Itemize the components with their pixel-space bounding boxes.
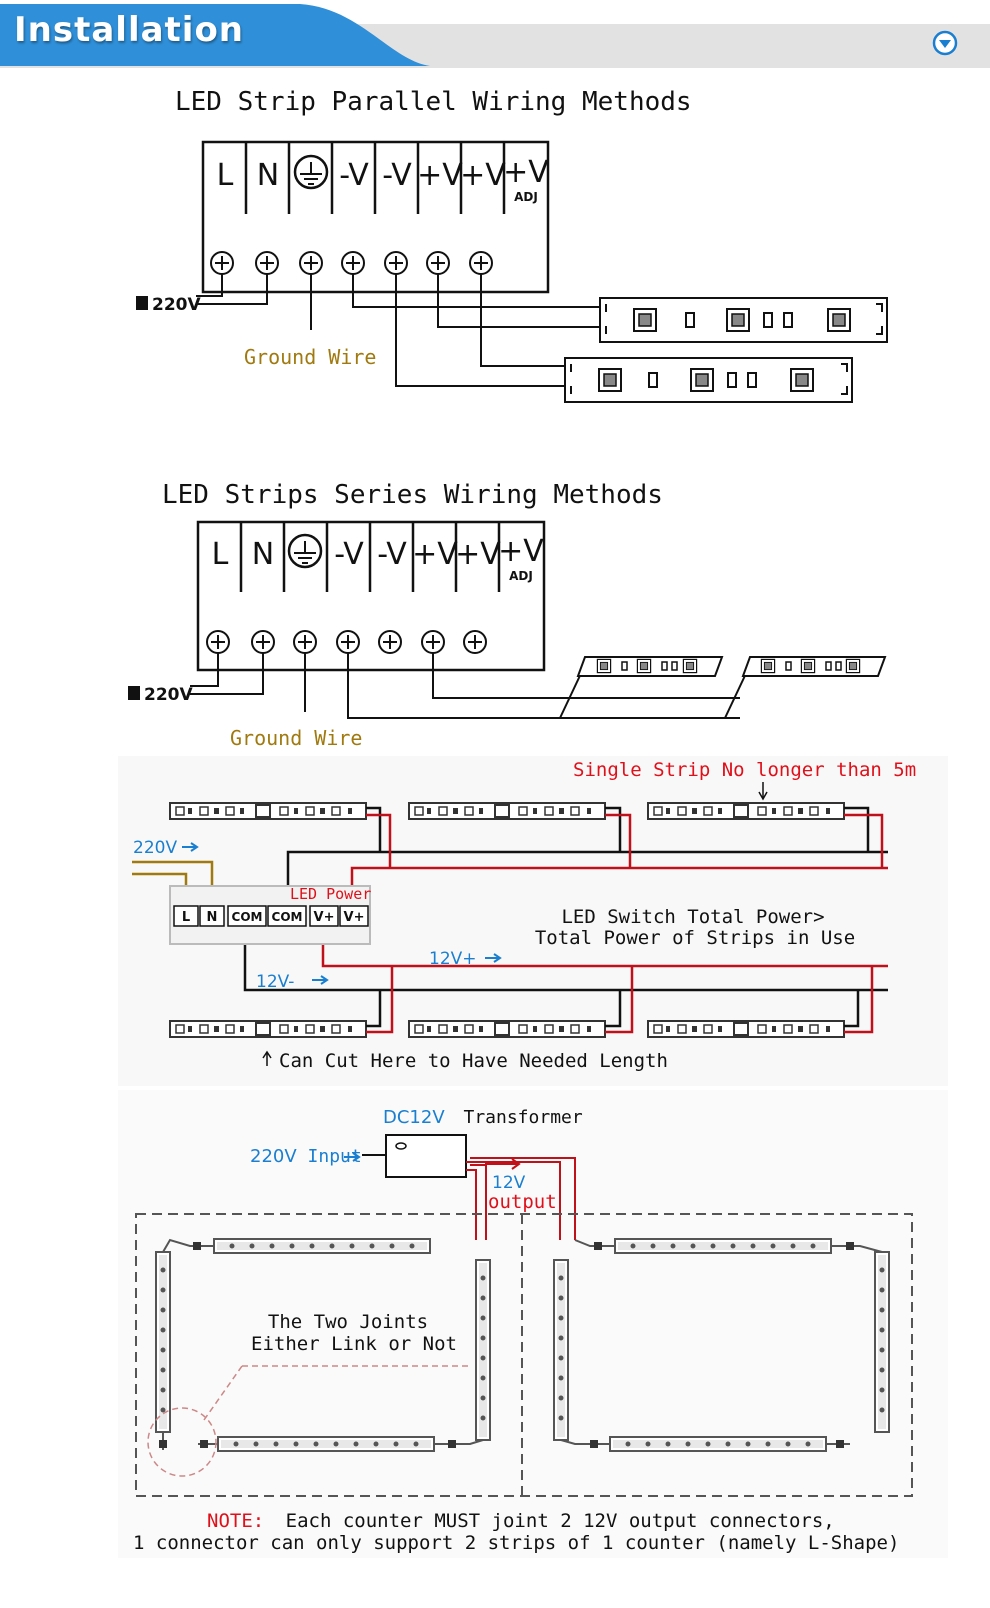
power-terminal-label: V+ [314, 910, 335, 925]
transformer-note-line1: NOTE: Each counter MUST joint 2 12V outp… [207, 1510, 835, 1532]
joints-note-line2: Either Link or Not [251, 1333, 457, 1355]
terminal-label: L [217, 158, 234, 193]
terminal-label: -V [382, 158, 412, 193]
arrow-icon [485, 1158, 521, 1176]
led-strip [408, 802, 606, 820]
ground-wire-label: Ground Wire [244, 345, 376, 369]
terminal-screw-icon [384, 251, 408, 275]
transformer-input-label: 220V Input [250, 1146, 362, 1167]
terminal-screw-icon [293, 630, 317, 654]
terminal-label: +V [455, 537, 501, 572]
led-strip [155, 1251, 171, 1433]
joint-highlight [147, 1407, 217, 1477]
adj-label: ADJ [514, 190, 538, 204]
led-strip [169, 1020, 367, 1038]
header-banner [0, 4, 990, 68]
plug-icon [128, 686, 140, 700]
arrow-up-icon [262, 1050, 272, 1066]
led-strip [874, 1251, 890, 1433]
terminal-screw-icon [251, 630, 275, 654]
arrow-right-icon [344, 1152, 361, 1162]
led-strip [614, 1238, 832, 1254]
terminal-label: -V [339, 158, 369, 193]
power-note-line1: LED Switch Total Power> [561, 906, 824, 928]
power-terminal-label: COM [232, 910, 263, 924]
ground-wire-label: Ground Wire [230, 726, 362, 750]
terminal-screw-icon [421, 630, 445, 654]
led-power-diagram: Single Strip No longer than 5m [118, 756, 948, 1086]
led-strip [564, 357, 853, 403]
led-strip [475, 1259, 491, 1441]
led-strip [217, 1436, 435, 1452]
terminal-label: -V [377, 537, 407, 572]
input-voltage-label: 220V [144, 685, 193, 705]
terminal-screw-icon [210, 251, 234, 275]
max-length-note: Single Strip No longer than 5m [573, 759, 916, 781]
power-terminal-label: N [207, 910, 218, 925]
power-terminal-label: COM [272, 910, 303, 924]
led-strip [576, 656, 724, 677]
led-strip [408, 1020, 606, 1038]
series-title: LED Strips Series Wiring Methods [162, 480, 663, 510]
input-voltage-label: 220V [152, 295, 201, 315]
plug-icon [136, 296, 148, 310]
terminal-label: N [252, 537, 274, 572]
input-voltage-label: 220V [133, 838, 177, 858]
terminal-screw-icon [206, 630, 230, 654]
arrow-right-icon [182, 842, 199, 852]
terminal-label: N [257, 158, 279, 193]
chevron-down-circle-icon[interactable] [932, 30, 958, 56]
terminal-label: +V [417, 158, 463, 193]
ground-symbol-icon [287, 533, 323, 569]
ground-symbol-icon [293, 154, 329, 190]
terminal-label: +V [503, 155, 549, 190]
led-strip [169, 802, 367, 820]
transformer-diagram: DC12V Transformer 220V Input 12V output [118, 1090, 948, 1558]
series-wiring-diagram: LED Strips Series Wiring Methods L N -V … [128, 480, 887, 750]
terminal-screw-icon [255, 251, 279, 275]
output-voltage-label: 12V [492, 1173, 526, 1193]
terminal-label: +V [498, 534, 544, 569]
terminal-label: L [212, 537, 229, 572]
section-header: Installation [0, 0, 990, 68]
terminal-screw-icon [299, 251, 323, 275]
power-terminal-label: V+ [344, 910, 365, 925]
transformer-note-line2: 1 connector can only support 2 strips of… [133, 1532, 899, 1554]
power-note-line2: Total Power of Strips in Use [535, 927, 855, 949]
terminal-label: +V [460, 158, 506, 193]
terminal-screw-icon [463, 630, 487, 654]
transformer-box [385, 1134, 467, 1178]
terminal-screw-icon [336, 630, 360, 654]
terminal-screw-icon [469, 251, 493, 275]
output-label: output [488, 1191, 557, 1213]
terminal-screw-icon [341, 251, 365, 275]
led-strip [609, 1436, 827, 1452]
arrow-right-icon [312, 975, 329, 985]
terminal-label: -V [334, 537, 364, 572]
cut-note: Can Cut Here to Have Needed Length [279, 1050, 668, 1072]
terminal-label: +V [412, 537, 458, 572]
positive-bus-label: 12V+ [429, 949, 477, 969]
led-strip [741, 656, 887, 677]
transformer-label: DC12V Transformer [383, 1107, 583, 1128]
negative-bus-label: 12V- [256, 972, 294, 992]
led-strip [553, 1259, 569, 1441]
terminal-screw-icon [426, 251, 450, 275]
arrow-right-icon [485, 953, 502, 963]
parallel-title: LED Strip Parallel Wiring Methods [175, 87, 692, 117]
led-power-label: LED Power [290, 885, 371, 903]
parallel-wiring-diagram: LED Strip Parallel Wiring Methods L N -V… [136, 87, 888, 403]
terminal-screw-icon [378, 630, 402, 654]
page-title: Installation [14, 10, 245, 50]
led-strip [599, 297, 888, 343]
led-strip [647, 1020, 845, 1038]
joints-note-line1: The Two Joints [268, 1311, 428, 1333]
led-strip [213, 1238, 431, 1254]
led-strip [647, 802, 845, 820]
power-terminal-label: L [182, 910, 190, 925]
adj-label: ADJ [509, 569, 533, 583]
